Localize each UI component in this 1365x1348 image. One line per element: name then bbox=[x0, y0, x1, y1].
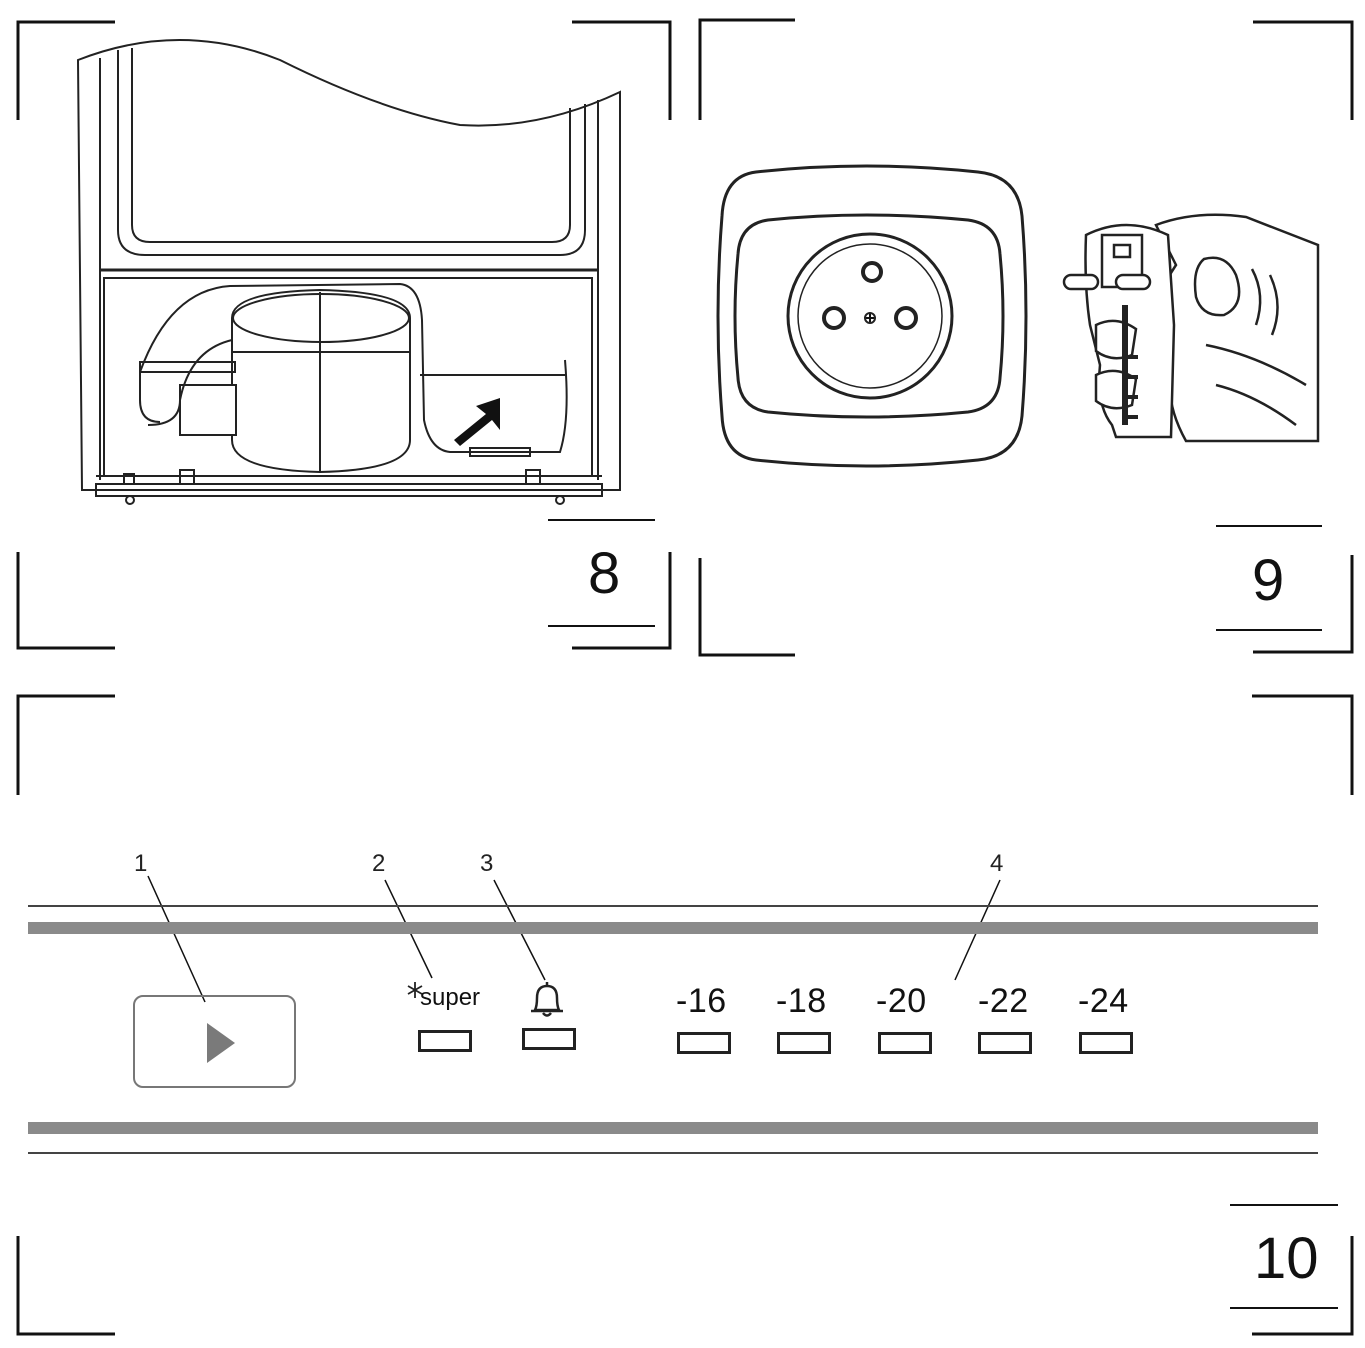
temp-indicator-minus-16 bbox=[677, 1032, 731, 1054]
temp-label-minus-16: -16 bbox=[676, 982, 727, 1020]
figure-10: 1 2 3 4 super -16 -18 -20 -22 -24 10 bbox=[0, 680, 1365, 1348]
temp-label-minus-18: -18 bbox=[776, 982, 827, 1020]
temp-indicator-minus-20 bbox=[878, 1032, 932, 1054]
temp-indicator-minus-18 bbox=[777, 1032, 831, 1054]
hand-plug-drawing bbox=[1062, 213, 1320, 443]
figure-10-frame-corners bbox=[16, 694, 1354, 1336]
compressor-drawing bbox=[76, 39, 621, 505]
super-freeze-button[interactable] bbox=[418, 1030, 472, 1052]
figure-number-9: 9 bbox=[1252, 548, 1285, 613]
alarm-button[interactable] bbox=[522, 1028, 576, 1050]
temp-label-minus-24: -24 bbox=[1078, 982, 1129, 1020]
callout-4: 4 bbox=[990, 850, 1004, 877]
figure-9: 9 bbox=[680, 0, 1365, 660]
play-button[interactable] bbox=[133, 995, 296, 1088]
figure-8-frame-corners bbox=[16, 20, 672, 650]
play-icon bbox=[207, 1023, 235, 1063]
figure-number-10: 10 bbox=[1254, 1226, 1319, 1291]
bell-icon bbox=[531, 982, 563, 1017]
callout-1: 1 bbox=[134, 850, 148, 877]
callout-2: 2 bbox=[372, 850, 386, 877]
figure-8: 8 bbox=[0, 0, 680, 660]
wall-socket-drawing bbox=[716, 164, 1028, 468]
figure-9-frame-corners bbox=[698, 18, 1354, 657]
temp-indicator-minus-22 bbox=[978, 1032, 1032, 1054]
temp-label-minus-20: -20 bbox=[876, 982, 927, 1020]
snowflake-icon bbox=[407, 982, 423, 998]
figure-number-8: 8 bbox=[588, 541, 621, 606]
super-label: super bbox=[420, 984, 481, 1011]
callout-3: 3 bbox=[480, 850, 494, 877]
temp-indicator-minus-24 bbox=[1079, 1032, 1133, 1054]
temp-label-minus-22: -22 bbox=[978, 982, 1029, 1020]
